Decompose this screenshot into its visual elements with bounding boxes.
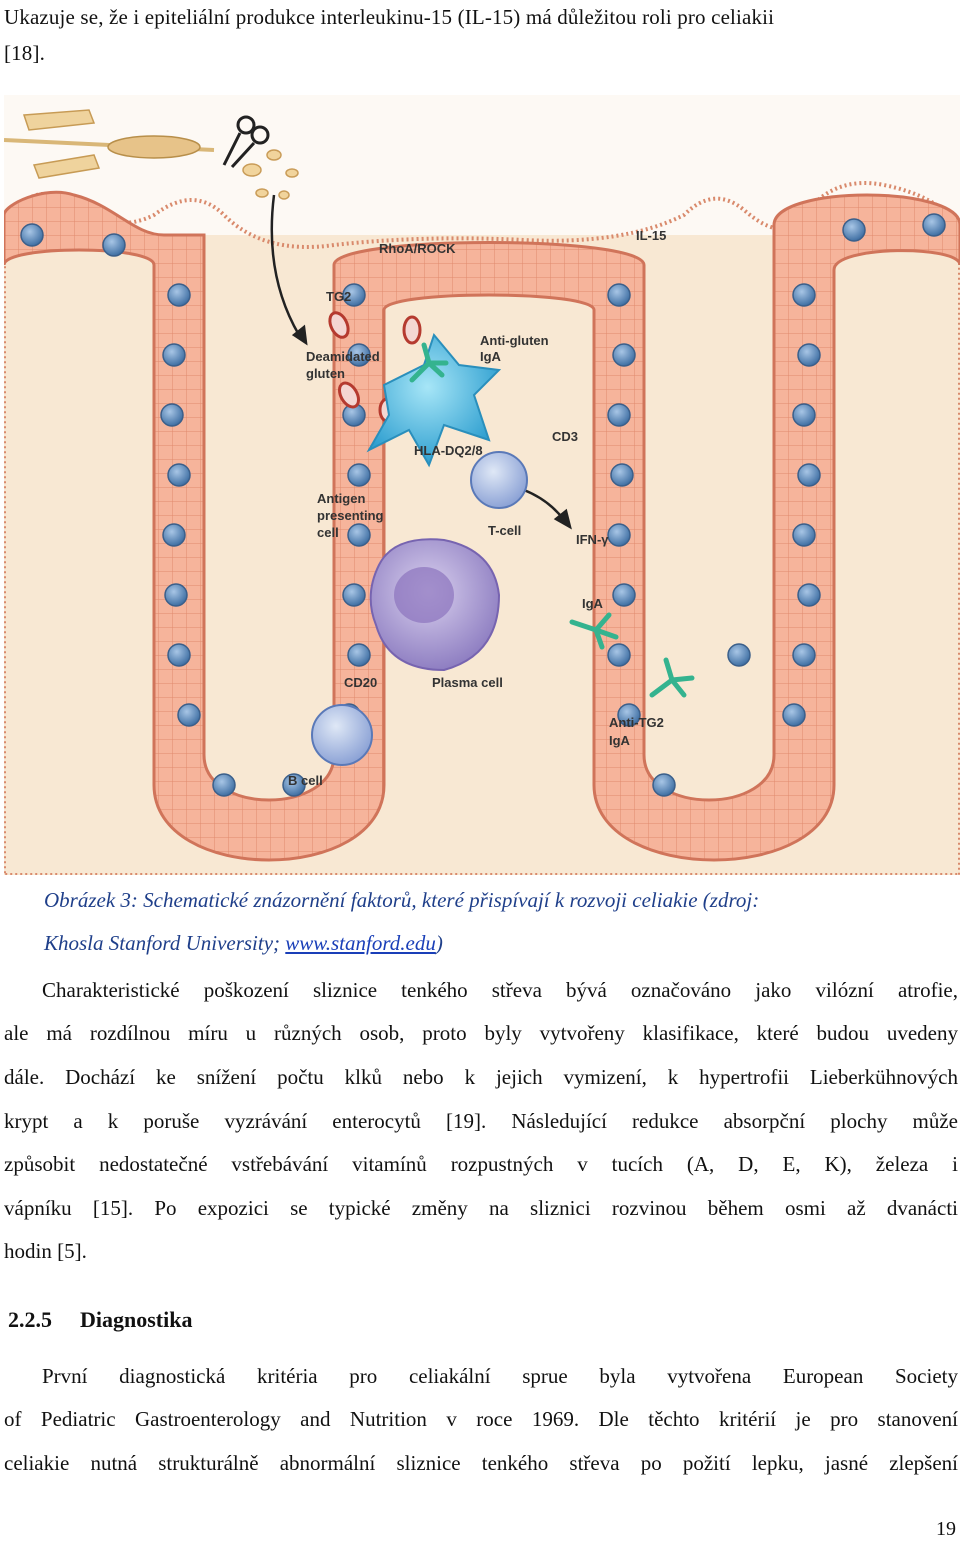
label-t-cell: T-cell: [488, 523, 521, 538]
label-deamidated-2: gluten: [306, 366, 345, 381]
figure-caption-line-1: Obrázek 3: Schematické znázornění faktor…: [44, 888, 760, 912]
section-title: Diagnostika: [80, 1307, 193, 1332]
caption-source: Khosla Stanford University;: [44, 931, 286, 955]
paragraph-1-line-2: ale má rozdílnou míru u různých osob, pr…: [4, 1021, 958, 1045]
label-anti-tg2-2: IgA: [609, 733, 631, 748]
section-heading: 2.2.5 Diagnostika: [8, 1307, 192, 1333]
paragraph-1-line-1: Charakteristické poškození sliznice tenk…: [42, 978, 958, 1002]
stanford-link[interactable]: www.stanford.edu: [285, 931, 436, 955]
label-anti-gluten-2: IgA: [480, 349, 502, 364]
paragraph-1-line-5: způsobit nedostatečné vstřebávání vitamí…: [4, 1152, 958, 1176]
label-il15: IL-15: [636, 228, 666, 243]
page-number: 19: [936, 1518, 956, 1540]
paragraph-2-line-1: První diagnostická kritéria pro celiakál…: [42, 1364, 958, 1388]
paragraph-1-line-3: dále. Dochází ke snížení počtu klků nebo…: [4, 1065, 958, 1089]
wheat-icon: [4, 109, 215, 179]
section-number: 2.2.5: [8, 1307, 52, 1332]
label-cd20: CD20: [344, 675, 377, 690]
paragraph-1-line-7: hodin [5].: [4, 1239, 87, 1263]
label-anti-tg2-1: Anti-TG2: [609, 715, 664, 730]
label-b-cell: B cell: [288, 773, 323, 788]
label-ifn: IFN-γ: [576, 532, 609, 547]
caption-close-paren: ): [435, 931, 443, 955]
label-apc-3: cell: [317, 525, 339, 540]
label-cd3: CD3: [552, 429, 578, 444]
label-apc-2: presenting: [317, 508, 384, 523]
intro-line-1: Ukazuje se, že i epiteliální produkce in…: [4, 5, 775, 29]
paragraph-2-line-3: celiakie nutná strukturálně abnormální s…: [4, 1451, 958, 1475]
t-cell: [470, 451, 528, 509]
label-deamidated-1: Deamidated: [306, 349, 380, 364]
paragraph-2-line-2: of Pediatric Gastroenterology and Nutrit…: [4, 1407, 958, 1431]
plasma-cell: [369, 538, 501, 672]
label-iga: IgA: [582, 596, 604, 611]
figure-caption-line-2: Khosla Stanford University; www.stanford…: [44, 931, 443, 956]
arrows: [270, 194, 572, 530]
epithelium: [4, 181, 960, 875]
label-apc-1: Antigen: [317, 491, 365, 506]
epithelial-nuclei: [20, 213, 946, 797]
label-plasma-cell: Plasma cell: [432, 675, 503, 690]
label-hla: HLA-DQ2/8: [414, 443, 483, 458]
antibody-icons: [409, 342, 695, 698]
scissors-icon: [222, 115, 270, 169]
paragraph-1-line-4: krypt a k poruše vyzrávání enterocytů [1…: [4, 1109, 958, 1133]
celiac-disease-figure: RhoA/ROCK IL-15 TG2 Deamidated gluten An…: [4, 95, 960, 875]
label-anti-gluten-1: Anti-gluten: [480, 333, 549, 348]
antigen-presenting-cell: [366, 332, 502, 468]
label-tg2: TG2: [326, 289, 351, 304]
intro-line-2: [18].: [4, 41, 45, 65]
paragraph-1-line-6: vápníku [15]. Po expozici se typické změ…: [4, 1196, 958, 1220]
gluten-fragments: [242, 149, 299, 200]
label-rhoa-rock: RhoA/ROCK: [379, 241, 456, 256]
b-cell: [311, 704, 373, 766]
